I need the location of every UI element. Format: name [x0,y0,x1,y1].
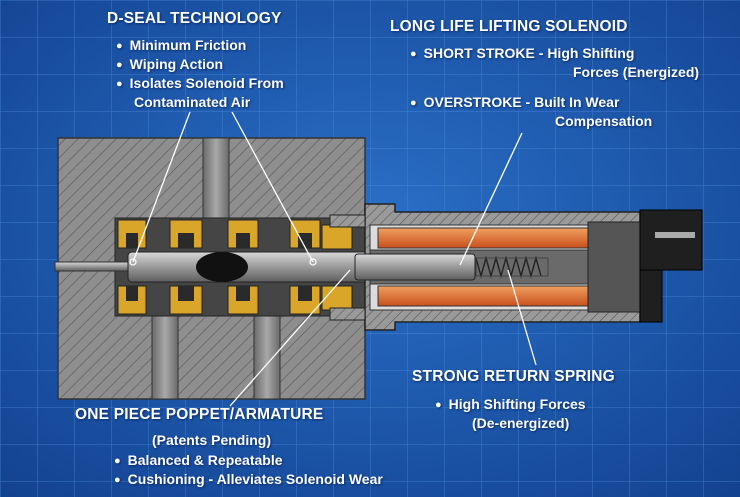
dseal-item-3: Isolates Solenoid From [116,75,284,94]
dseal-item-2: Wiping Action [116,56,223,75]
port-top [202,137,230,219]
callout-lines [132,111,537,407]
solenoid-item-2: OVERSTROKE - Built In Wear [410,94,620,113]
port-bottom-right [253,314,281,400]
poppet-item-2: Cushioning - Alleviates Solenoid Wear [114,471,383,490]
solenoid-item-1-cont: Forces (Energized) [573,64,700,80]
d-seals [117,219,353,315]
spring-item-cont: (De-energized) [472,415,570,431]
coil-upper [377,227,589,249]
connector [639,209,703,271]
solenoid-title: LONG LIFE LIFTING SOLENOID [390,18,628,35]
inlet-rod [54,261,131,272]
spring-title: STRONG RETURN SPRING [412,368,615,385]
coil-lower [377,285,589,307]
poppet-subtitle: (Patents Pending) [152,432,272,448]
dseal-item-4: Contaminated Air [134,94,251,110]
return-spring [475,255,542,279]
port-bottom-left [151,314,179,400]
solenoid-item-1: SHORT STROKE - High Shifting [410,45,635,64]
poppet-title: ONE PIECE POPPET/ARMATURE [75,406,324,423]
poppet-item-1: Balanced & Repeatable [114,452,283,471]
solenoid-item-2-cont: Compensation [555,113,653,129]
spring-item: High Shifting Forces [435,396,586,415]
dseal-title: D-SEAL TECHNOLOGY [107,10,282,27]
dseal-item-1: Minimum Friction [116,37,247,56]
